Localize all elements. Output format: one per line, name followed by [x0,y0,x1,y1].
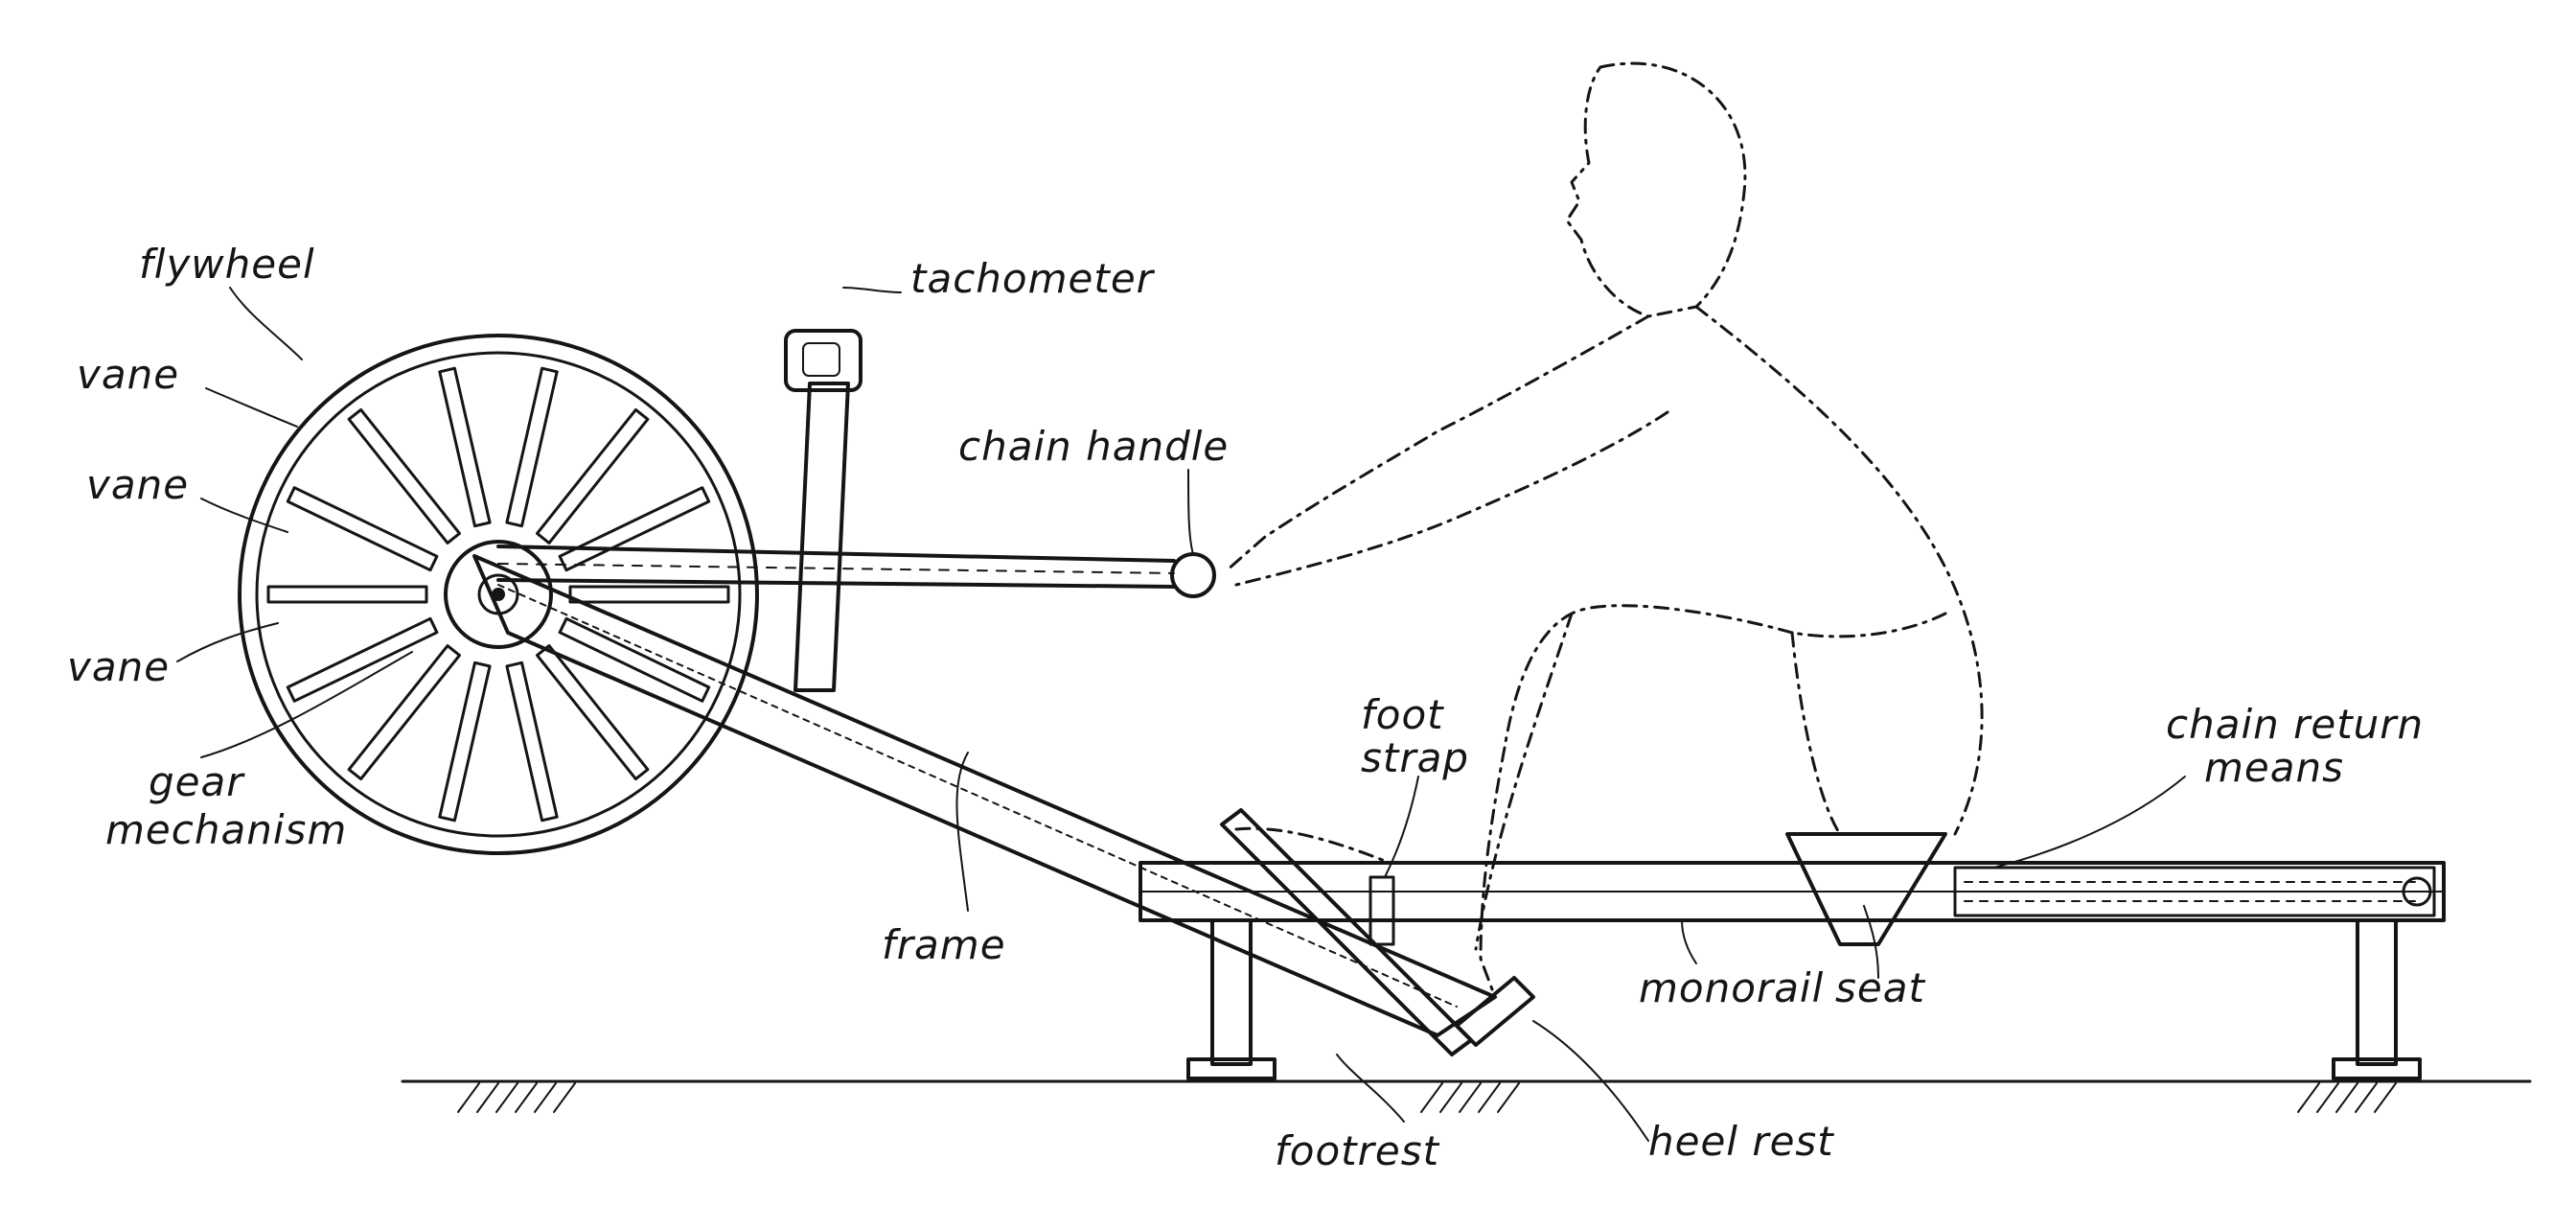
label-foot-strap-line1: foot [1361,691,1444,738]
flywheel-vane [268,587,426,602]
label-vane-3: vane [67,643,170,690]
label-gear-mechanism-line1: gear [149,758,245,805]
chain [498,546,1214,596]
label-chain-handle: chain handle [958,423,1229,470]
labels: flywheel vane vane vane gear mechanism t… [67,241,2424,1174]
label-heel-rest: heel rest [1648,1118,1834,1165]
label-flywheel: flywheel [139,241,315,288]
flywheel-vane [440,368,490,526]
label-frame: frame [882,921,1006,968]
monorail [1140,863,2444,920]
label-chain-return-line2: means [2204,744,2344,791]
flywheel-vane [507,662,557,821]
seat [1787,834,1945,944]
flywheel-vane [570,587,728,602]
flywheel-vane [507,368,557,526]
label-vane-1: vane [77,351,179,398]
label-tachometer: tachometer [910,255,1156,302]
label-monorail: monorail [1639,964,1824,1011]
ground-hatching-middle [1421,1083,1519,1112]
label-chain-return-line1: chain return [2166,701,2424,748]
ground [402,1081,2530,1112]
foot-strap-post [1370,877,1393,944]
flywheel-vane [440,662,490,821]
ground-hatching-right [2298,1083,2396,1112]
label-vane-2: vane [86,461,189,508]
tachometer-post [786,331,861,690]
label-footrest: footrest [1275,1127,1440,1174]
chain-handle-icon [1172,554,1214,596]
label-foot-strap-line2: strap [1361,734,1469,781]
flywheel [240,336,757,853]
footrest [1222,810,1533,1055]
label-seat: seat [1835,964,1925,1011]
rower-figure [1227,63,1982,997]
tachometer-icon [786,331,861,390]
ground-hatching-left [458,1083,575,1112]
label-gear-mechanism-line2: mechanism [105,806,347,853]
